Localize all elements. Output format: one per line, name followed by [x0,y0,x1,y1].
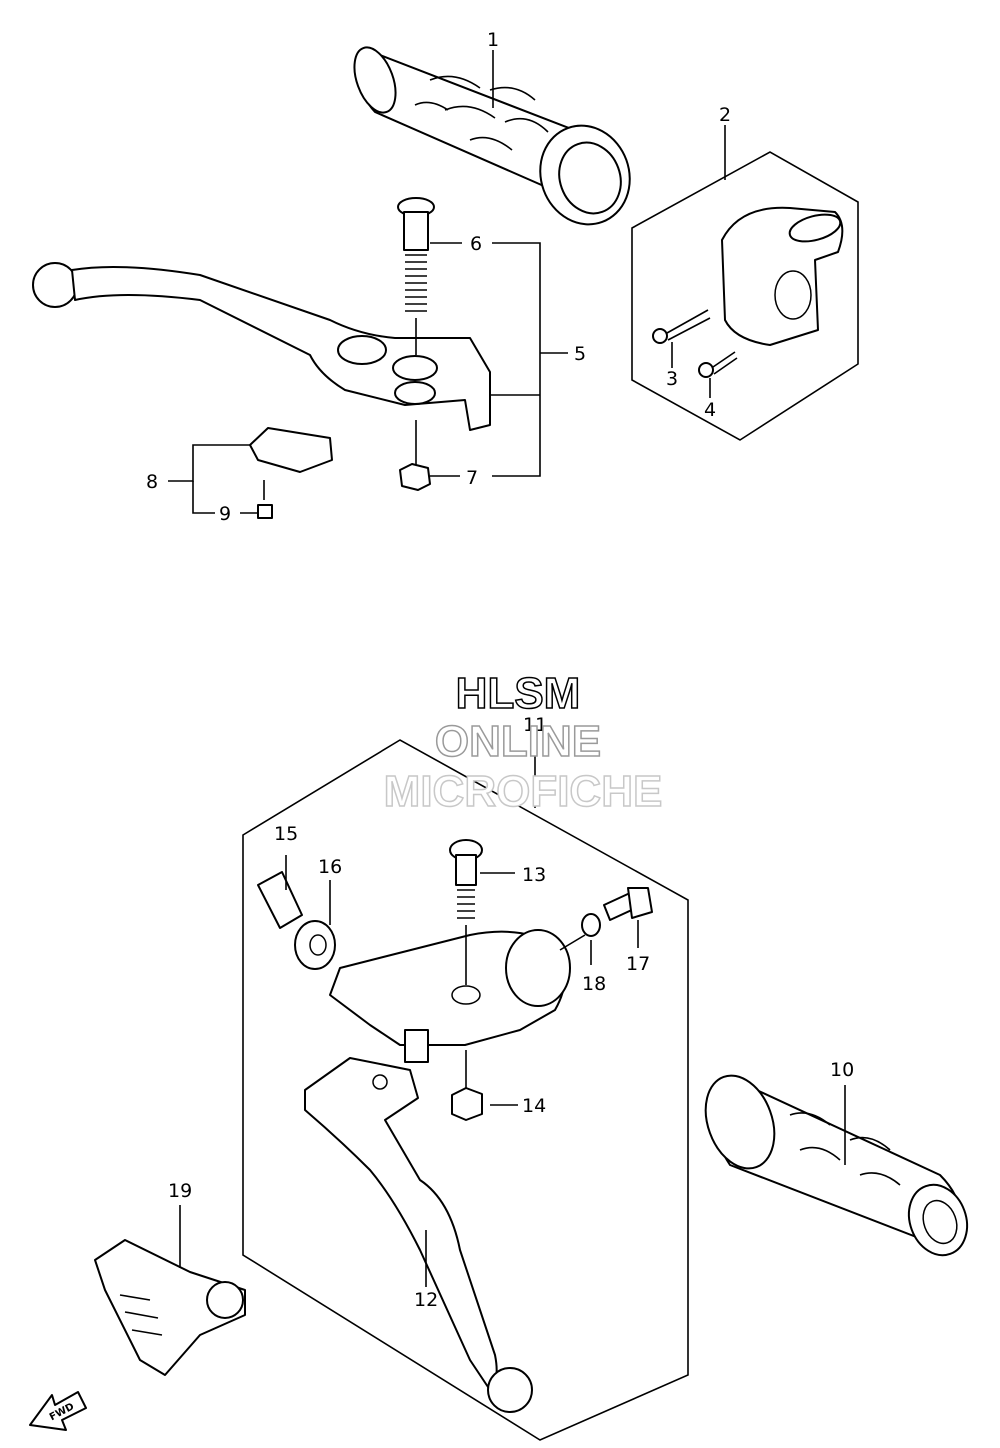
watermark-line1: HLSM [456,669,581,718]
callout-18: 18 [582,973,606,995]
callout-5: 5 [574,343,586,365]
clutch-assembly [242,739,689,1441]
callout-8: 8 [146,471,158,493]
brake-switch [249,427,333,519]
callout-3: 3 [666,368,678,390]
watermark-line3: MICROFICHE [384,767,663,816]
callout-13: 13 [522,864,546,886]
watermark-line2: ONLINE [435,717,601,766]
housing-screws [652,309,738,378]
callout-4: 4 [704,399,716,421]
throttle-grip [353,46,631,226]
callout-15: 15 [274,823,298,845]
callout-10: 10 [830,1059,854,1081]
callout-7: 7 [466,467,478,489]
callout-1: 1 [487,29,499,51]
callout-16: 16 [318,856,342,878]
lever-nut [399,420,431,491]
callout-2: 2 [719,104,731,126]
upper-leader-lines [168,50,726,514]
left-grip [704,1074,969,1257]
callout-19: 19 [168,1180,192,1202]
callout-14: 14 [522,1095,546,1117]
callout-6: 6 [470,233,482,255]
callout-12: 12 [414,1289,438,1311]
callout-9: 9 [219,503,231,525]
callout-11: 11 [523,714,547,736]
callout-17: 17 [626,953,650,975]
clutch-switch [94,1205,246,1376]
callout-labels: 1 2 3 4 5 6 7 8 9 10 11 12 13 14 15 16 1… [146,29,854,1311]
watermark: HLSM ONLINE MICROFICHE [383,668,663,817]
brake-lever [32,262,491,431]
pivot-bolt [397,197,435,355]
forward-arrow-icon: FWD [29,1391,87,1431]
throttle-housing [631,151,859,441]
